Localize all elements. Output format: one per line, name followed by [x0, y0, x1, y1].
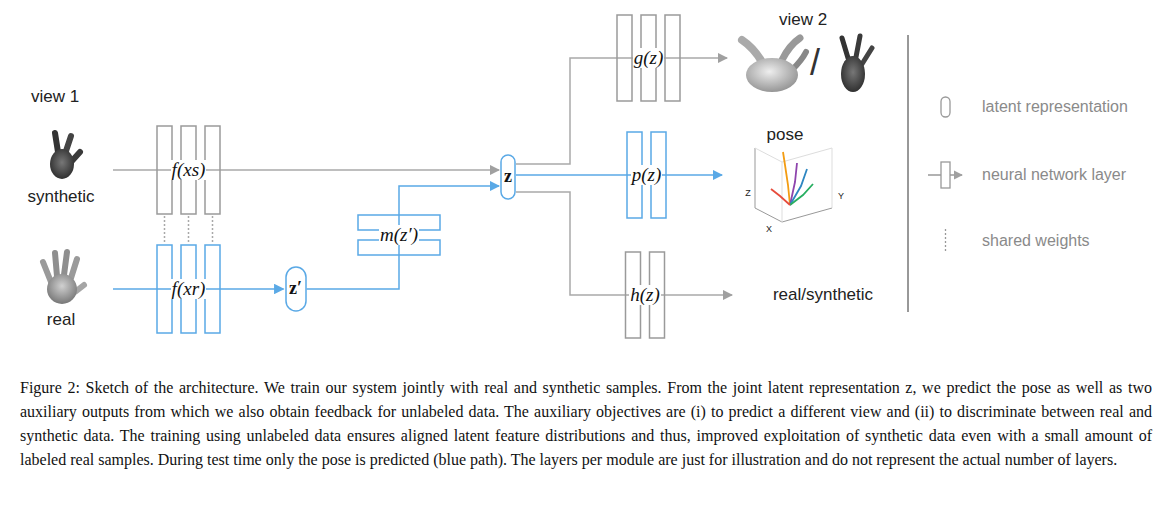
connector: [220, 169, 499, 171]
connector: [165, 216, 213, 243]
axis-label: X: [766, 225, 772, 235]
encoder-synthetic: f(xs): [157, 125, 220, 215]
module-label: m(z′): [379, 225, 419, 246]
connector: [516, 192, 625, 295]
legend-text: shared weights: [982, 232, 1090, 250]
module-label: z′: [288, 279, 303, 299]
connector: [399, 186, 499, 214]
input-label: view 1: [31, 88, 79, 107]
legend-layer-symbol: [941, 162, 950, 188]
synthetic-hand: [50, 133, 80, 179]
module-label: p(z): [631, 165, 663, 186]
connector: [516, 58, 617, 164]
axis-label: Z: [745, 189, 751, 199]
legend-text: latent representation: [982, 98, 1128, 116]
module-label: z: [503, 167, 513, 187]
connector: [516, 174, 627, 176]
encoder-real: f(xr): [157, 244, 220, 334]
legend-latent-symbol: [941, 97, 950, 117]
axis-label: Y: [838, 192, 844, 202]
view2-hand-small: [841, 36, 872, 92]
latent-real: z′: [285, 266, 307, 312]
module-label: f(xr): [171, 279, 207, 300]
separator: [908, 35, 909, 312]
pose-plot: [755, 148, 832, 222]
module-label: h(z): [629, 285, 661, 306]
input-label: real: [47, 311, 75, 330]
module-label: g(z): [633, 48, 665, 69]
latent-joint: z: [500, 154, 516, 200]
output-label: real/synthetic: [773, 286, 873, 305]
output-label: view 2: [779, 11, 827, 30]
discriminator: h(z): [625, 251, 665, 339]
mapping-module: m(z′): [357, 214, 441, 256]
pose-regressor: p(z): [627, 131, 666, 219]
legend-shared-symbol: [945, 229, 946, 253]
figure-caption: Figure 2: Sketch of the architecture. We…: [20, 376, 1152, 472]
view-generator: g(z): [617, 14, 680, 102]
output-label: pose: [767, 126, 804, 145]
view2-hand: [742, 38, 806, 92]
connector: [307, 256, 400, 289]
real-hand: [43, 252, 84, 304]
legend-text: neural network layer: [982, 166, 1126, 184]
separator-slash: /: [810, 43, 820, 83]
module-label: f(xs): [171, 160, 207, 181]
input-label: synthetic: [27, 188, 94, 207]
connector: [220, 288, 284, 290]
